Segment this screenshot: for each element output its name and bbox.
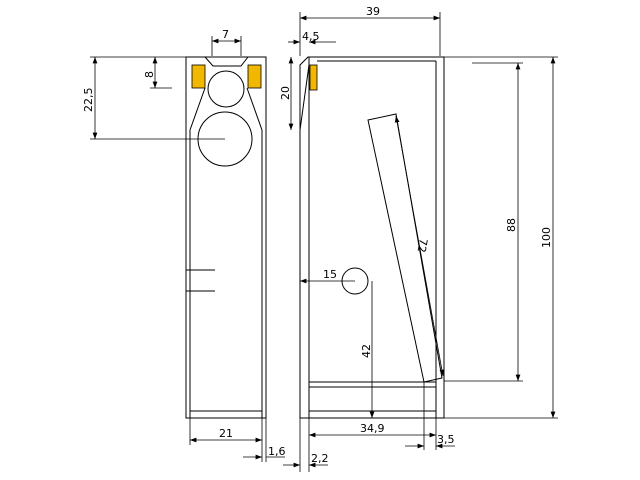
dim-panel-length: 72 (415, 237, 430, 253)
dim-inner-width: 21 (219, 427, 233, 440)
front-outline (185, 56, 267, 419)
magnet-right (247, 64, 262, 89)
side-chamfer (299, 64, 310, 131)
side-dimensions: 39 4,5 20 15 42 72 88 100 34,9 3,5 2,2 (279, 5, 558, 472)
front-view (185, 56, 267, 419)
dim-inner-depth: 34,9 (360, 422, 385, 435)
dim-front-wall: 1,6 (268, 445, 286, 458)
magnet-left (191, 64, 206, 89)
tweeter-circle (207, 70, 245, 108)
dim-baffle-offset: 4,5 (302, 30, 320, 43)
dim-total-height: 100 (540, 227, 553, 248)
dim-port-height: 42 (360, 344, 373, 358)
front-diag-left (189, 87, 206, 131)
slanted-panel (367, 113, 443, 383)
dim-tweeter-depth: 8 (143, 71, 156, 78)
dim-tweeter-spacing: 7 (222, 28, 229, 41)
dim-woofer-height: 22,5 (82, 88, 95, 113)
tweeter-waveguide (204, 56, 249, 67)
front-diag-right (246, 87, 263, 131)
dim-top-chamfer: 20 (279, 86, 292, 100)
dim-side-wall: 2,2 (311, 452, 329, 465)
dim-port-offset: 15 (323, 268, 337, 281)
front-dimensions: 7 8 22,5 21 1,6 (82, 28, 286, 462)
side-magnet (309, 64, 318, 91)
dim-inner-height: 88 (505, 218, 518, 232)
dim-total-depth: 39 (366, 5, 380, 18)
dim-back-gap: 3,5 (437, 433, 455, 446)
